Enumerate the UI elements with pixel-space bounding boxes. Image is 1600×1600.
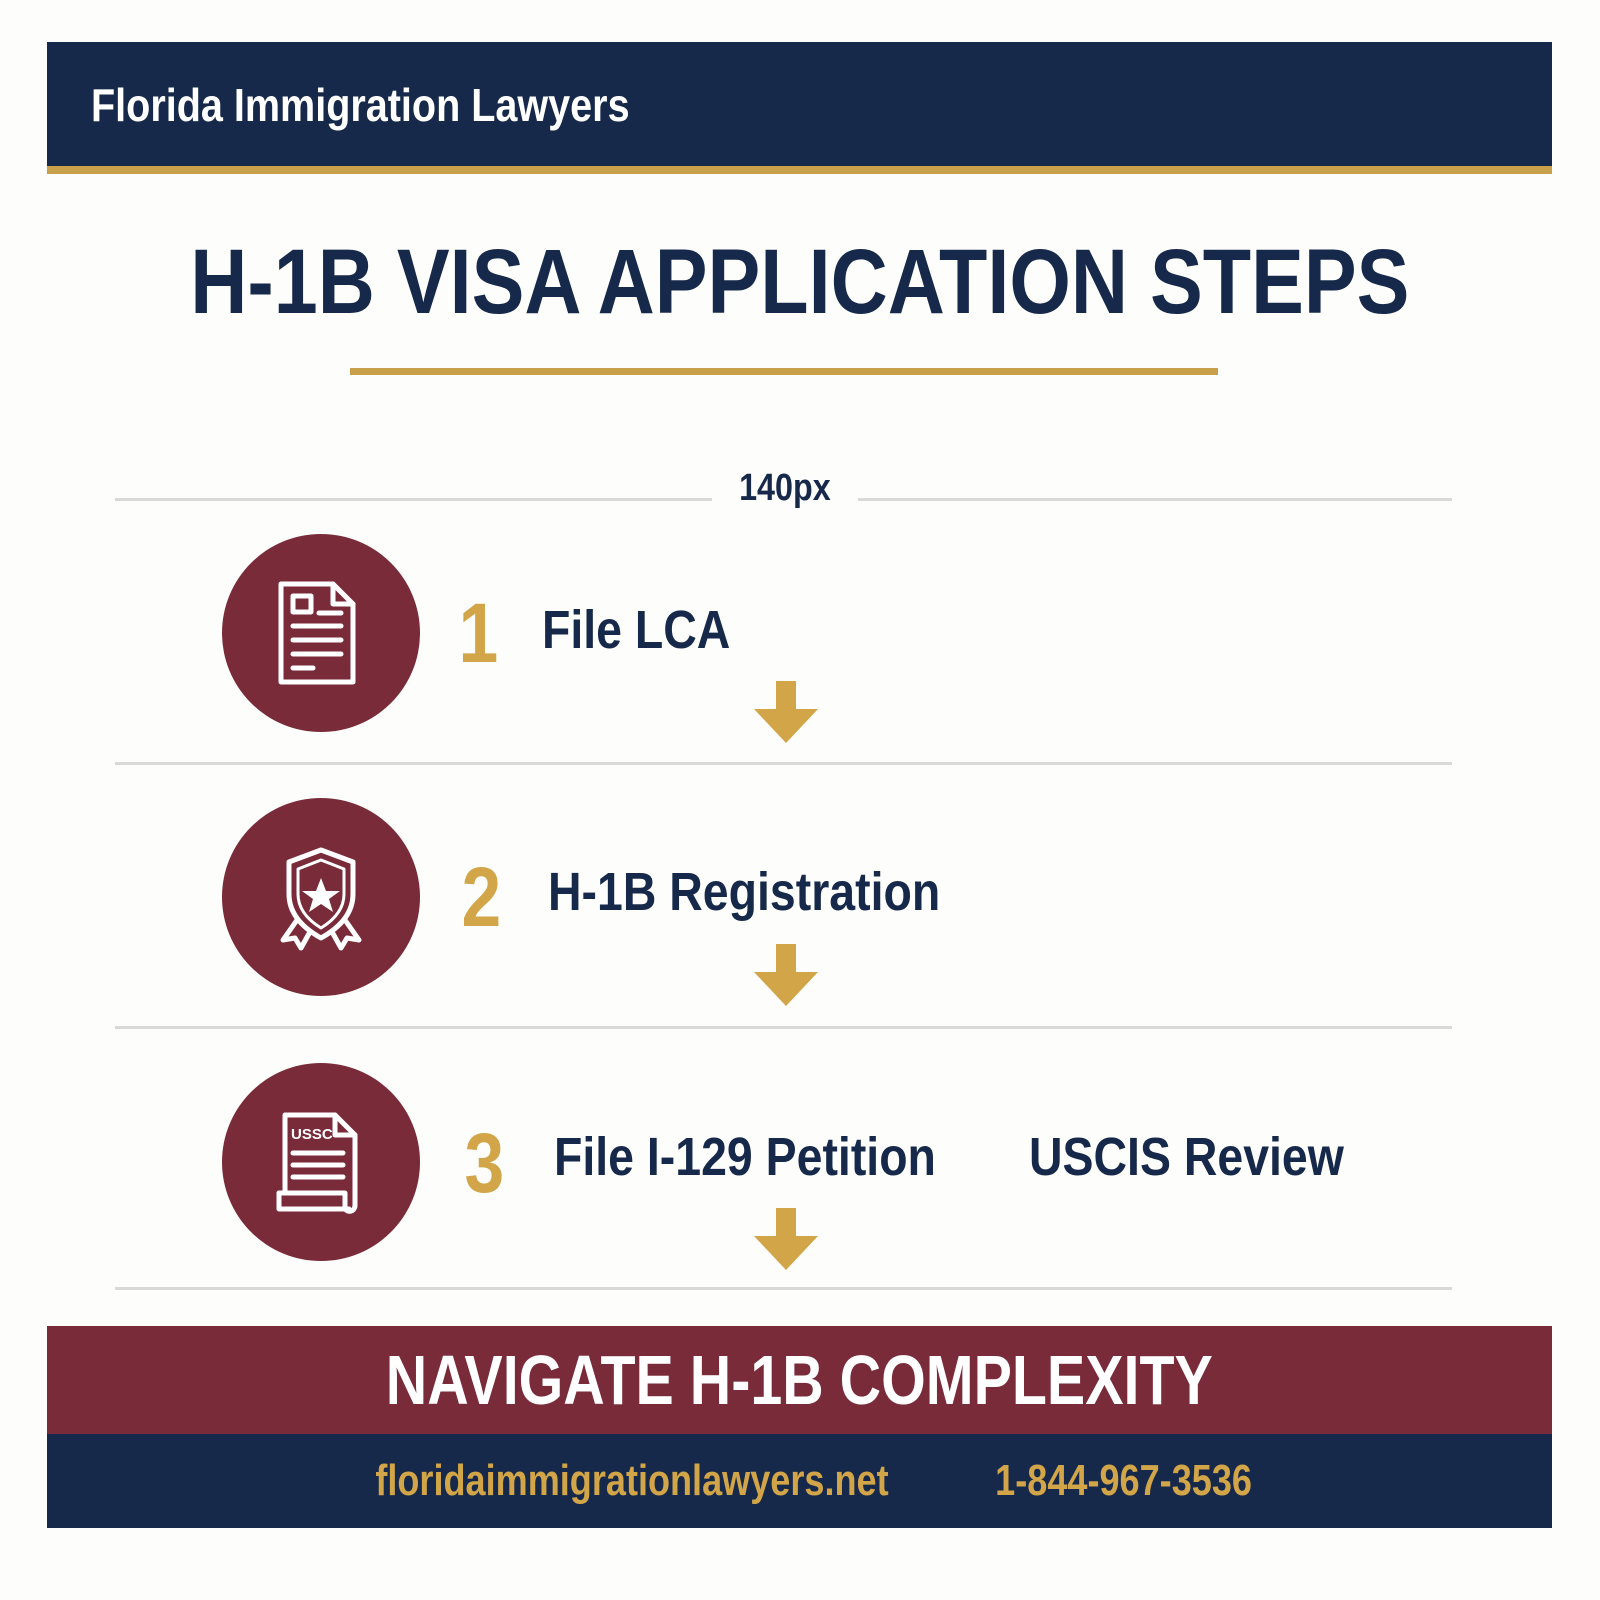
arrow-down-icon	[754, 944, 818, 1006]
step-3-number: 3	[464, 1116, 505, 1210]
cta-text: NAVIGATE H-1B COMPLEXITY	[385, 1341, 1214, 1419]
shield-star-badge-icon	[280, 847, 362, 951]
header-bar: Florida Immigration Lawyers	[47, 42, 1552, 174]
step-2-label: H-1B Registration	[548, 862, 941, 922]
divider-step-3	[115, 1287, 1452, 1290]
dimension-label: 140px	[739, 467, 831, 509]
contact-info: floridaimmigrationlawyers.net 1-844-967-3…	[319, 1456, 1280, 1506]
phone-link[interactable]: 1-844-967-3536	[995, 1456, 1252, 1505]
contact-bar: floridaimmigrationlawyers.net 1-844-967-3…	[47, 1434, 1552, 1528]
step-2-icon-circle	[222, 798, 420, 996]
svg-text:USSC: USSC	[291, 1126, 333, 1143]
step-3-icon-circle: USSC	[222, 1063, 420, 1261]
title-underline	[350, 368, 1218, 375]
uscis-scroll-document-icon: USSC	[276, 1112, 358, 1214]
firm-name: Florida Immigration Lawyers	[91, 79, 630, 131]
arrow-down-icon	[754, 1208, 818, 1270]
page-title-text: H-1B VISA APPLICATION STEPS	[190, 231, 1410, 333]
step-2-number: 2	[461, 850, 502, 944]
step-3-secondary-label: USCIS Review	[1029, 1127, 1344, 1187]
step-1-label: File LCA	[542, 600, 731, 660]
step-3-label: File I-129 Petition	[554, 1127, 936, 1187]
arrow-down-icon	[754, 681, 818, 743]
document-icon	[278, 581, 356, 685]
cta-banner: NAVIGATE H-1B COMPLEXITY	[47, 1326, 1552, 1434]
divider-top-left	[115, 498, 712, 501]
divider-step-2	[115, 1026, 1452, 1029]
divider-step-1	[115, 762, 1452, 765]
page-title: H-1B VISA APPLICATION STEPS	[0, 232, 1600, 332]
website-link[interactable]: floridaimmigrationlawyers.net	[375, 1456, 889, 1505]
step-1-number: 1	[458, 586, 499, 680]
step-1-icon-circle	[222, 534, 420, 732]
divider-top-right	[858, 498, 1452, 501]
